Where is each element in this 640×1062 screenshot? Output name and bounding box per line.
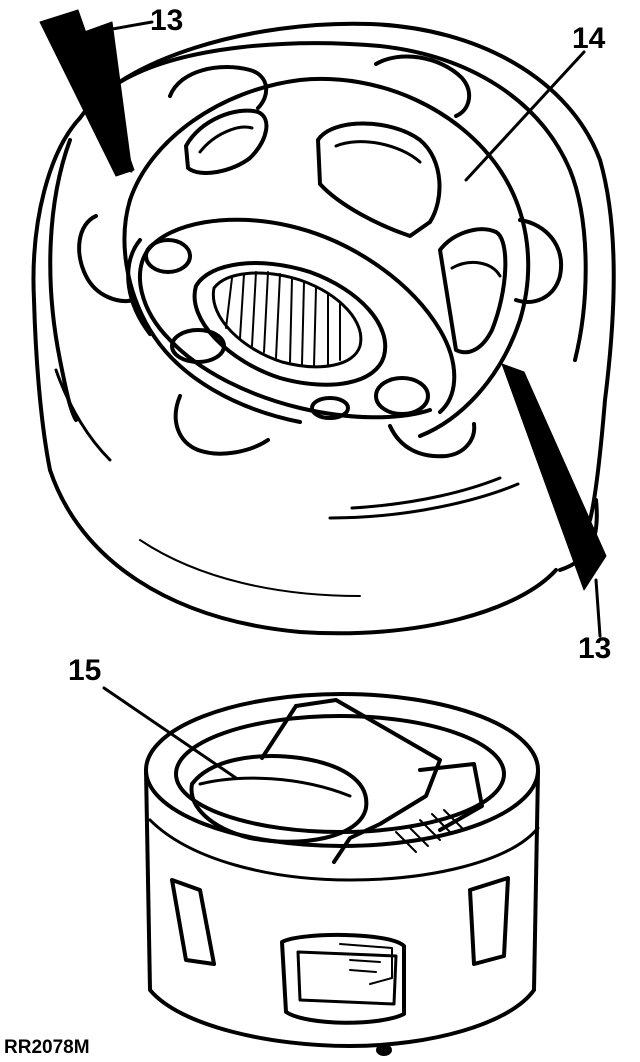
figure-reference-code: RR2078M <box>4 1037 90 1058</box>
splined-bore <box>192 261 388 387</box>
callout-leaders <box>39 9 607 780</box>
cage <box>144 692 540 1056</box>
callout-13-top: 13 <box>150 4 184 37</box>
inner-race <box>122 77 531 438</box>
callout-13-bottom: 13 <box>578 632 612 665</box>
housing-ball-pockets <box>77 54 564 459</box>
callout-14: 14 <box>572 22 606 55</box>
callout-15: 15 <box>68 654 102 687</box>
